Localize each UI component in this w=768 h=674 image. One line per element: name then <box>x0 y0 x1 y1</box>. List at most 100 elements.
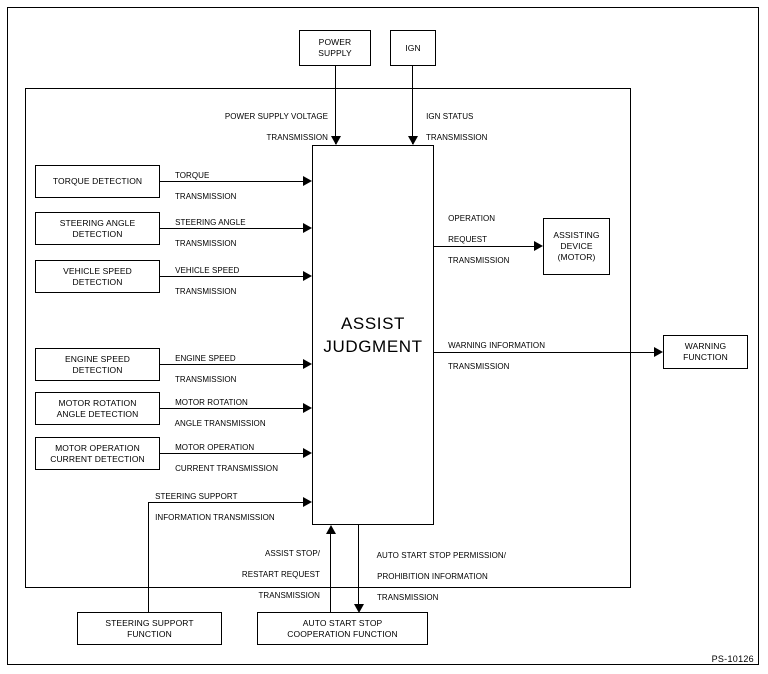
asr-sig-line2: RESTART REQUEST <box>241 569 320 579</box>
arrowhead-steering-support-information-transmission <box>303 497 312 507</box>
vs-sig-line2: TRANSMISSION <box>174 286 237 296</box>
label-power-supply-voltage-transmission: POWER SUPPLY VOLTAGE TRANSMISSION <box>180 101 328 154</box>
arrowhead-power-supply <box>331 136 341 145</box>
label-ign-status-transmission: IGN STATUS TRANSMISSION <box>417 101 487 154</box>
mra-sig-line1: MOTOR ROTATION <box>175 397 248 407</box>
steering-support-function-line2: FUNCTION <box>127 628 172 639</box>
moc-sig-line2: CURRENT TRANSMISSION <box>175 463 279 473</box>
node-vehicle-speed-detection[interactable]: VEHICLE SPEED DETECTION <box>35 260 160 293</box>
line-motor-rotation-angle-transmission <box>160 408 303 409</box>
ign-sig-line1: IGN STATUS <box>426 111 474 121</box>
motor-operation-current-detection-line2: CURRENT DETECTION <box>50 453 145 464</box>
label-torque-transmission: TORQUE TRANSMISSION <box>166 160 236 213</box>
motor-rotation-angle-detection-line2: ANGLE DETECTION <box>56 408 139 419</box>
vs-sig-line1: VEHICLE SPEED <box>175 265 240 275</box>
line-ign-to-assist <box>412 66 413 144</box>
or-sig-line3: TRANSMISSION <box>447 255 510 265</box>
diagram-code-label: PS-10126 <box>711 654 754 664</box>
motor-operation-current-detection-line1: MOTOR OPERATION <box>55 442 140 453</box>
arrowhead-assist-stop-restart-request <box>326 525 336 534</box>
assisting-device-line2: DEVICE <box>560 241 593 251</box>
node-steering-angle-detection[interactable]: STEERING ANGLE DETECTION <box>35 212 160 245</box>
warning-function-line1: WARNING <box>684 341 727 351</box>
arrowhead-motor-operation-current-transmission <box>303 448 312 458</box>
assp-sig-line1: AUTO START STOP PERMISSION/ <box>376 550 507 560</box>
mra-sig-line2: ANGLE TRANSMISSION <box>174 418 266 428</box>
warning-function-line2: FUNCTION <box>683 352 728 362</box>
torque-sig-line2: TRANSMISSION <box>174 191 237 201</box>
torque-detection-line1: TORQUE DETECTION <box>52 176 143 186</box>
es-sig-line1: ENGINE SPEED <box>175 353 236 363</box>
sa-sig-line2: TRANSMISSION <box>174 238 237 248</box>
power-supply-label-line2: SUPPLY <box>318 48 352 58</box>
line-auto-start-stop-permission-prohibition <box>358 525 359 607</box>
or-sig-line2: REQUEST <box>448 234 488 244</box>
sa-sig-line1: STEERING ANGLE <box>175 217 246 227</box>
node-power-supply[interactable]: POWER SUPPLY <box>299 30 371 66</box>
node-warning-function[interactable]: WARNING FUNCTION <box>663 335 748 369</box>
node-assisting-device-motor[interactable]: ASSISTING DEVICE (MOTOR) <box>543 218 610 275</box>
ign-label-line1: IGN <box>405 42 421 53</box>
torque-sig-line1: TORQUE <box>174 170 210 180</box>
label-motor-rotation-angle-transmission: MOTOR ROTATION ANGLE TRANSMISSION <box>166 387 266 440</box>
ssi-sig-line2: INFORMATION TRANSMISSION <box>155 512 275 522</box>
node-auto-start-stop-cooperation-function[interactable]: AUTO START STOP COOPERATION FUNCTION <box>257 612 428 645</box>
line-motor-operation-current-transmission <box>160 453 303 454</box>
label-engine-speed-transmission: ENGINE SPEED TRANSMISSION <box>166 343 236 396</box>
power-supply-label-line1: POWER <box>318 37 352 47</box>
node-engine-speed-detection[interactable]: ENGINE SPEED DETECTION <box>35 348 160 381</box>
page-border <box>7 7 759 665</box>
wi-sig-line1: WARNING INFORMATION <box>448 340 546 350</box>
assp-sig-line2: PROHIBITION INFORMATION <box>377 571 488 581</box>
line-steering-support-vertical <box>148 502 149 612</box>
arrowhead-auto-start-stop-permission-prohibition <box>354 604 364 613</box>
line-power-supply-to-assist <box>335 66 336 144</box>
label-operation-request-transmission: OPERATION REQUEST TRANSMISSION <box>439 203 509 277</box>
line-warning-information-transmission <box>434 352 654 353</box>
arrowhead-steering-angle-transmission <box>303 223 312 233</box>
engine-speed-detection-line2: DETECTION <box>72 364 123 375</box>
node-ign[interactable]: IGN <box>390 30 436 66</box>
auto-start-stop-line1: AUTO START STOP <box>302 617 383 628</box>
system-boundary <box>25 88 631 588</box>
node-motor-operation-current-detection[interactable]: MOTOR OPERATION CURRENT DETECTION <box>35 437 160 470</box>
assist-judgment-line2: JUDGMENT <box>323 337 423 356</box>
label-vehicle-speed-transmission: VEHICLE SPEED TRANSMISSION <box>166 255 239 308</box>
arrowhead-operation-request-transmission <box>534 241 543 251</box>
or-sig-line1: OPERATION <box>448 213 496 223</box>
asr-sig-line1: ASSIST STOP/ <box>265 548 320 558</box>
arrowhead-motor-rotation-angle-transmission <box>303 403 312 413</box>
node-torque-detection[interactable]: TORQUE DETECTION <box>35 165 160 198</box>
node-steering-support-function[interactable]: STEERING SUPPORT FUNCTION <box>77 612 222 645</box>
label-steering-support-information-transmission: STEERING SUPPORT INFORMATION TRANSMISSIO… <box>146 481 275 534</box>
vehicle-speed-detection-line2: DETECTION <box>72 276 123 287</box>
label-steering-angle-transmission: STEERING ANGLE TRANSMISSION <box>166 207 246 260</box>
label-assist-stop-restart-request-transmission: ASSIST STOP/ RESTART REQUEST TRANSMISSIO… <box>205 538 320 612</box>
steering-angle-detection-line2: DETECTION <box>72 228 123 239</box>
line-assist-stop-restart-request <box>330 534 331 612</box>
label-auto-start-stop-permission-prohibition-transmission: AUTO START STOP PERMISSION/ PROHIBITION … <box>368 540 506 614</box>
vehicle-speed-detection-line1: VEHICLE SPEED <box>63 265 132 276</box>
steering-angle-detection-line1: STEERING ANGLE <box>59 217 136 228</box>
line-engine-speed-transmission <box>160 364 303 365</box>
assisting-device-line1: ASSISTING <box>553 230 600 240</box>
line-steering-angle-transmission <box>160 228 303 229</box>
moc-sig-line1: MOTOR OPERATION <box>175 442 255 452</box>
line-torque-transmission <box>160 181 303 182</box>
arrowhead-torque-transmission <box>303 176 312 186</box>
psv-line1: POWER SUPPLY VOLTAGE <box>224 111 328 121</box>
node-motor-rotation-angle-detection[interactable]: MOTOR ROTATION ANGLE DETECTION <box>35 392 160 425</box>
motor-rotation-angle-detection-line1: MOTOR ROTATION <box>58 397 137 408</box>
assist-judgment-line1: ASSIST <box>340 314 406 333</box>
node-assist-judgment[interactable]: ASSIST JUDGMENT <box>312 145 434 525</box>
ssi-sig-line1: STEERING SUPPORT <box>155 491 238 501</box>
asr-sig-line3: TRANSMISSION <box>258 590 320 600</box>
arrowhead-engine-speed-transmission <box>303 359 312 369</box>
line-steering-support-horizontal <box>148 502 303 503</box>
arrowhead-warning-information-transmission <box>654 347 663 357</box>
label-motor-operation-current-transmission: MOTOR OPERATION CURRENT TRANSMISSION <box>166 432 278 485</box>
line-operation-request-transmission <box>434 246 534 247</box>
label-warning-information-transmission: WARNING INFORMATION TRANSMISSION <box>439 330 545 383</box>
assisting-device-line3: (MOTOR) <box>557 252 596 262</box>
